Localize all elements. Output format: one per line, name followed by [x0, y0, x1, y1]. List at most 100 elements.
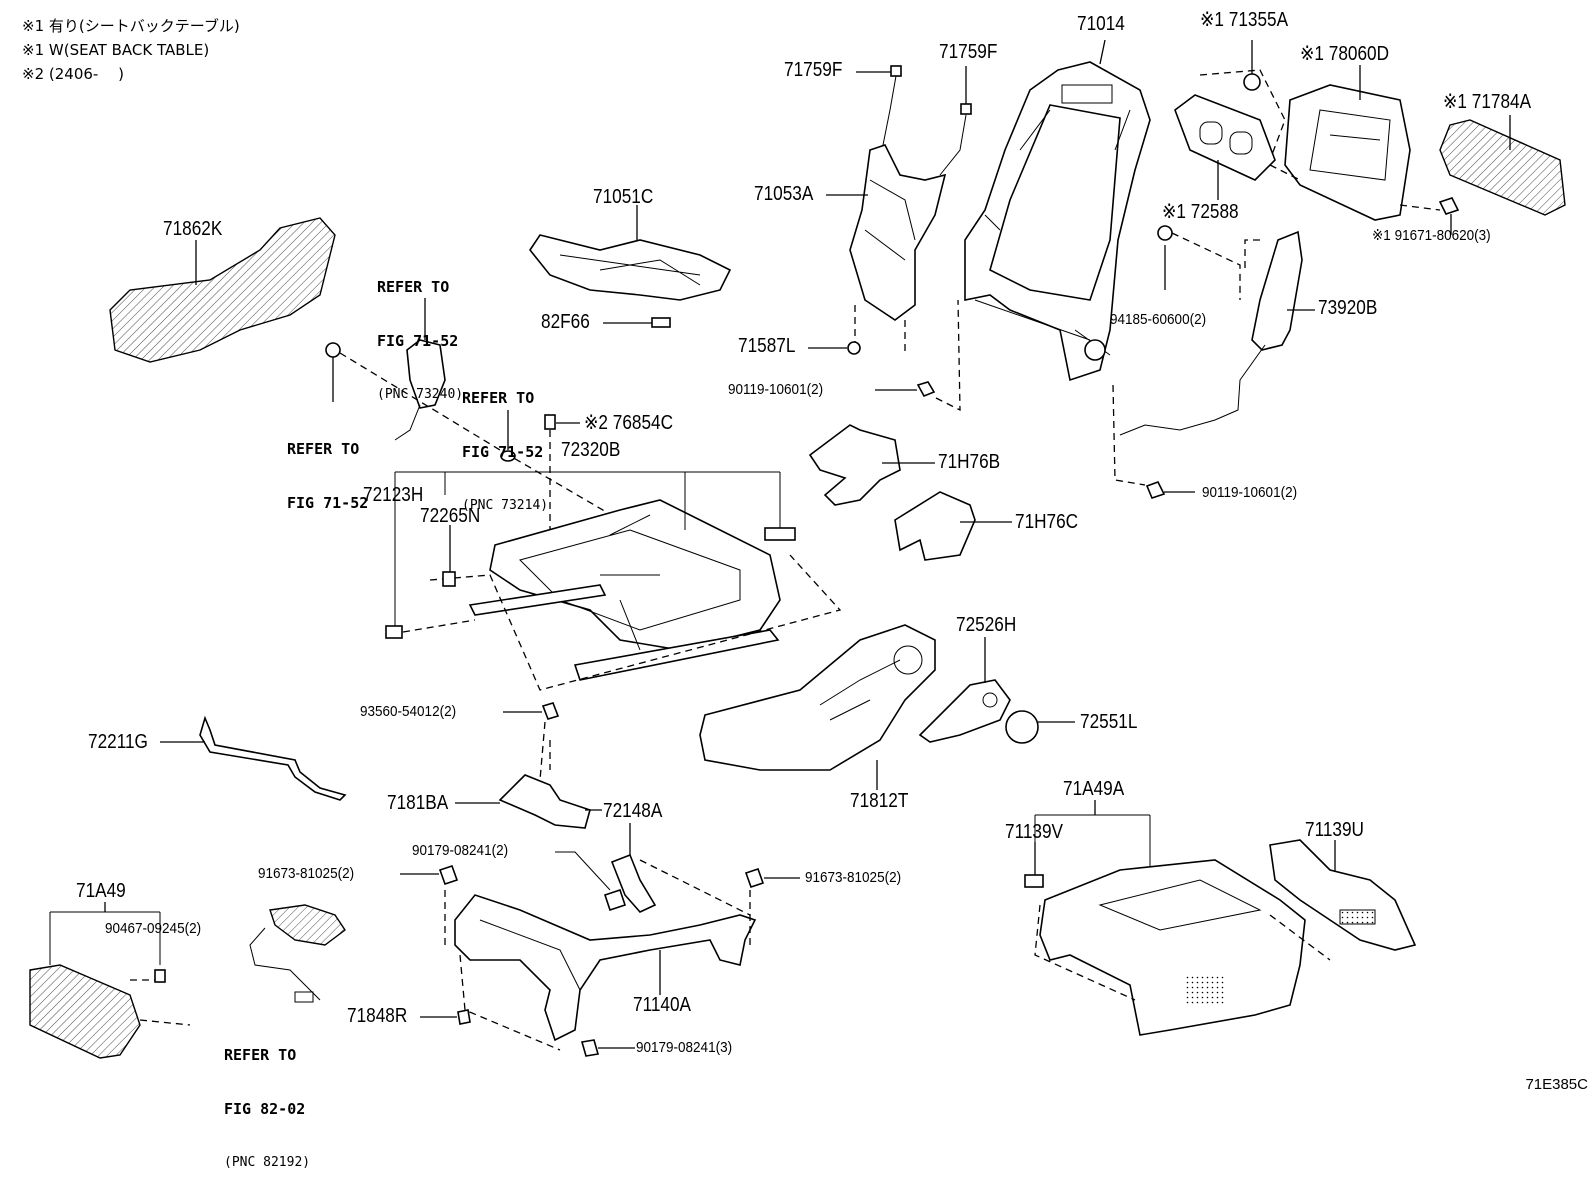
rod-72211G	[199, 715, 347, 801]
label-71587L[interactable]: 71587L	[738, 335, 796, 357]
bolt-91673-a	[438, 864, 459, 886]
refer-fig-71-52-pnc-73240[interactable]: REFER TO FIG 71-52 (PNC 73240)	[377, 242, 463, 422]
diagram-drawing	[29, 39, 1566, 1059]
part-82F66	[651, 317, 671, 328]
cover-71784A	[1439, 119, 1566, 216]
bracket-71H76B	[808, 424, 901, 506]
pad-71139V	[1024, 874, 1044, 888]
bracket-71053A	[849, 144, 947, 321]
nut-90179-a	[603, 888, 627, 912]
label-71139U[interactable]: 71139U	[1305, 819, 1364, 841]
parts-diagram: ※1 有り(シートバックテーブル) ※1 W(SEAT BACK TABLE) …	[22, 9, 1588, 1170]
refer-line-1: REFER TO	[287, 440, 360, 458]
refer-line-1: REFER TO	[462, 389, 535, 407]
nut-90467	[154, 969, 166, 983]
clip-76854C	[544, 414, 556, 430]
label-71862K[interactable]: 71862K	[163, 218, 223, 240]
label-72211G[interactable]: 72211G	[88, 731, 148, 753]
nut-90179-b	[580, 1039, 600, 1057]
panel-71A49	[29, 964, 141, 1059]
note-line-2: ※1 W(SEAT BACK TABLE)	[22, 41, 210, 59]
label-71A49A[interactable]: 71A49A	[1063, 778, 1125, 800]
cushion-71862K	[109, 217, 336, 363]
nut-71587L	[847, 341, 861, 355]
bolt-90119-a	[916, 381, 936, 398]
frame-71A49A	[1039, 859, 1306, 1036]
bracket-71H76C	[894, 491, 976, 561]
label-72551L[interactable]: 72551L	[1080, 711, 1138, 733]
nut-94185	[1157, 225, 1173, 241]
refer-line-1: REFER TO	[377, 278, 450, 296]
label-90467[interactable]: 90467-09245(2)	[105, 920, 202, 937]
label-90179-a[interactable]: 90179-08241(2)	[412, 842, 509, 859]
refer-fig-82-02-pnc-82192[interactable]: REFER TO FIG 82-02 (PNC 82192)	[224, 1010, 310, 1190]
label-72148A[interactable]: 72148A	[603, 800, 663, 822]
label-90179-b[interactable]: 90179-08241(3)	[636, 1039, 733, 1056]
label-71812T[interactable]: 71812T	[850, 790, 909, 812]
refer-line-2: FIG 82-02	[224, 1100, 306, 1118]
clip-72123H	[385, 625, 403, 639]
washer-73214	[500, 450, 516, 462]
refer-fig-71-52-pnc-73214[interactable]: REFER TO FIG 71-52 (PNC 73214)	[462, 353, 548, 533]
label-71139V[interactable]: 71139V	[1005, 821, 1064, 843]
label-90119-a[interactable]: 90119-10601(2)	[728, 381, 824, 398]
nut-refer	[325, 342, 341, 358]
screw-91671	[1438, 197, 1460, 215]
label-72526H[interactable]: 72526H	[956, 614, 1017, 636]
label-71140A[interactable]: 71140A	[633, 994, 692, 1016]
cap-72551L	[1005, 710, 1039, 744]
label-71A49[interactable]: 71A49	[76, 880, 126, 902]
refer-line-3: (PNC 73214)	[462, 498, 549, 513]
label-7181BA[interactable]: 7181BA	[387, 792, 449, 814]
label-94185[interactable]: 94185-60600(2)	[1110, 311, 1207, 328]
label-72265N[interactable]: 72265N	[420, 505, 481, 527]
bolt-91673-b	[744, 867, 765, 889]
label-71355A[interactable]: ※1 71355A	[1200, 9, 1289, 31]
clip-71759F-a	[890, 65, 902, 77]
label-72123H[interactable]: 72123H	[363, 484, 424, 506]
refer-line-2: FIG 71-52	[377, 332, 459, 350]
seat-back-frame-71014	[964, 61, 1151, 382]
label-73920B[interactable]: 73920B	[1318, 297, 1378, 319]
label-91671[interactable]: ※1 91671-80620(3)	[1372, 227, 1491, 244]
label-78060D[interactable]: ※1 78060D	[1300, 43, 1390, 65]
knob-72526H	[918, 679, 1011, 743]
label-82F66[interactable]: 82F66	[541, 311, 590, 333]
cover-78060D	[1284, 84, 1411, 221]
label-71759F-a[interactable]: 71759F	[784, 59, 843, 81]
label-71848R[interactable]: 71848R	[347, 1005, 408, 1027]
label-90119-b[interactable]: 90119-10601(2)	[1202, 484, 1298, 501]
label-71H76B[interactable]: 71H76B	[938, 451, 1001, 473]
label-91673-a[interactable]: 91673-81025(2)	[258, 865, 355, 882]
label-76854C[interactable]: ※2 76854C	[584, 412, 674, 434]
refer-line-2: FIG 71-52	[287, 494, 369, 512]
note-line-1: ※1 有り(シートバックテーブル)	[22, 17, 240, 35]
panel-72588	[1174, 94, 1276, 181]
refer-line-1: REFER TO	[224, 1046, 297, 1064]
clip-72265N	[442, 571, 456, 587]
label-72320B[interactable]: 72320B	[561, 439, 621, 461]
refer-line-3: (PNC 73240)	[377, 387, 464, 402]
seat-belt-buckle	[394, 339, 446, 441]
side-cover-71812T	[699, 624, 936, 771]
refer-line-3: (PNC 82192)	[224, 1155, 311, 1170]
label-71759F-b[interactable]: 71759F	[939, 41, 998, 63]
label-71053A[interactable]: 71053A	[754, 183, 814, 205]
refer-fig-71-52[interactable]: REFER TO FIG 71-52	[287, 404, 368, 530]
label-72588[interactable]: ※1 72588	[1162, 201, 1239, 223]
bolt-93560	[541, 702, 560, 720]
label-71784A[interactable]: ※1 71784A	[1443, 91, 1532, 113]
belt-guide-82192	[249, 904, 346, 1003]
clip-71759F-b	[960, 103, 972, 115]
label-71051C[interactable]: 71051C	[593, 186, 654, 208]
label-91673-b[interactable]: 91673-81025(2)	[805, 869, 902, 886]
seat-frame-72320B	[468, 499, 796, 681]
refer-line-2: FIG 71-52	[462, 443, 544, 461]
airbag-73920B	[1119, 230, 1303, 436]
label-93560[interactable]: 93560-54012(2)	[360, 703, 457, 720]
cover-71139U	[1269, 839, 1417, 951]
label-71H76C[interactable]: 71H76C	[1015, 511, 1079, 533]
bolt-90119-b	[1145, 481, 1166, 499]
label-71014[interactable]: 71014	[1077, 13, 1125, 35]
bracket-71140A	[454, 894, 757, 1042]
